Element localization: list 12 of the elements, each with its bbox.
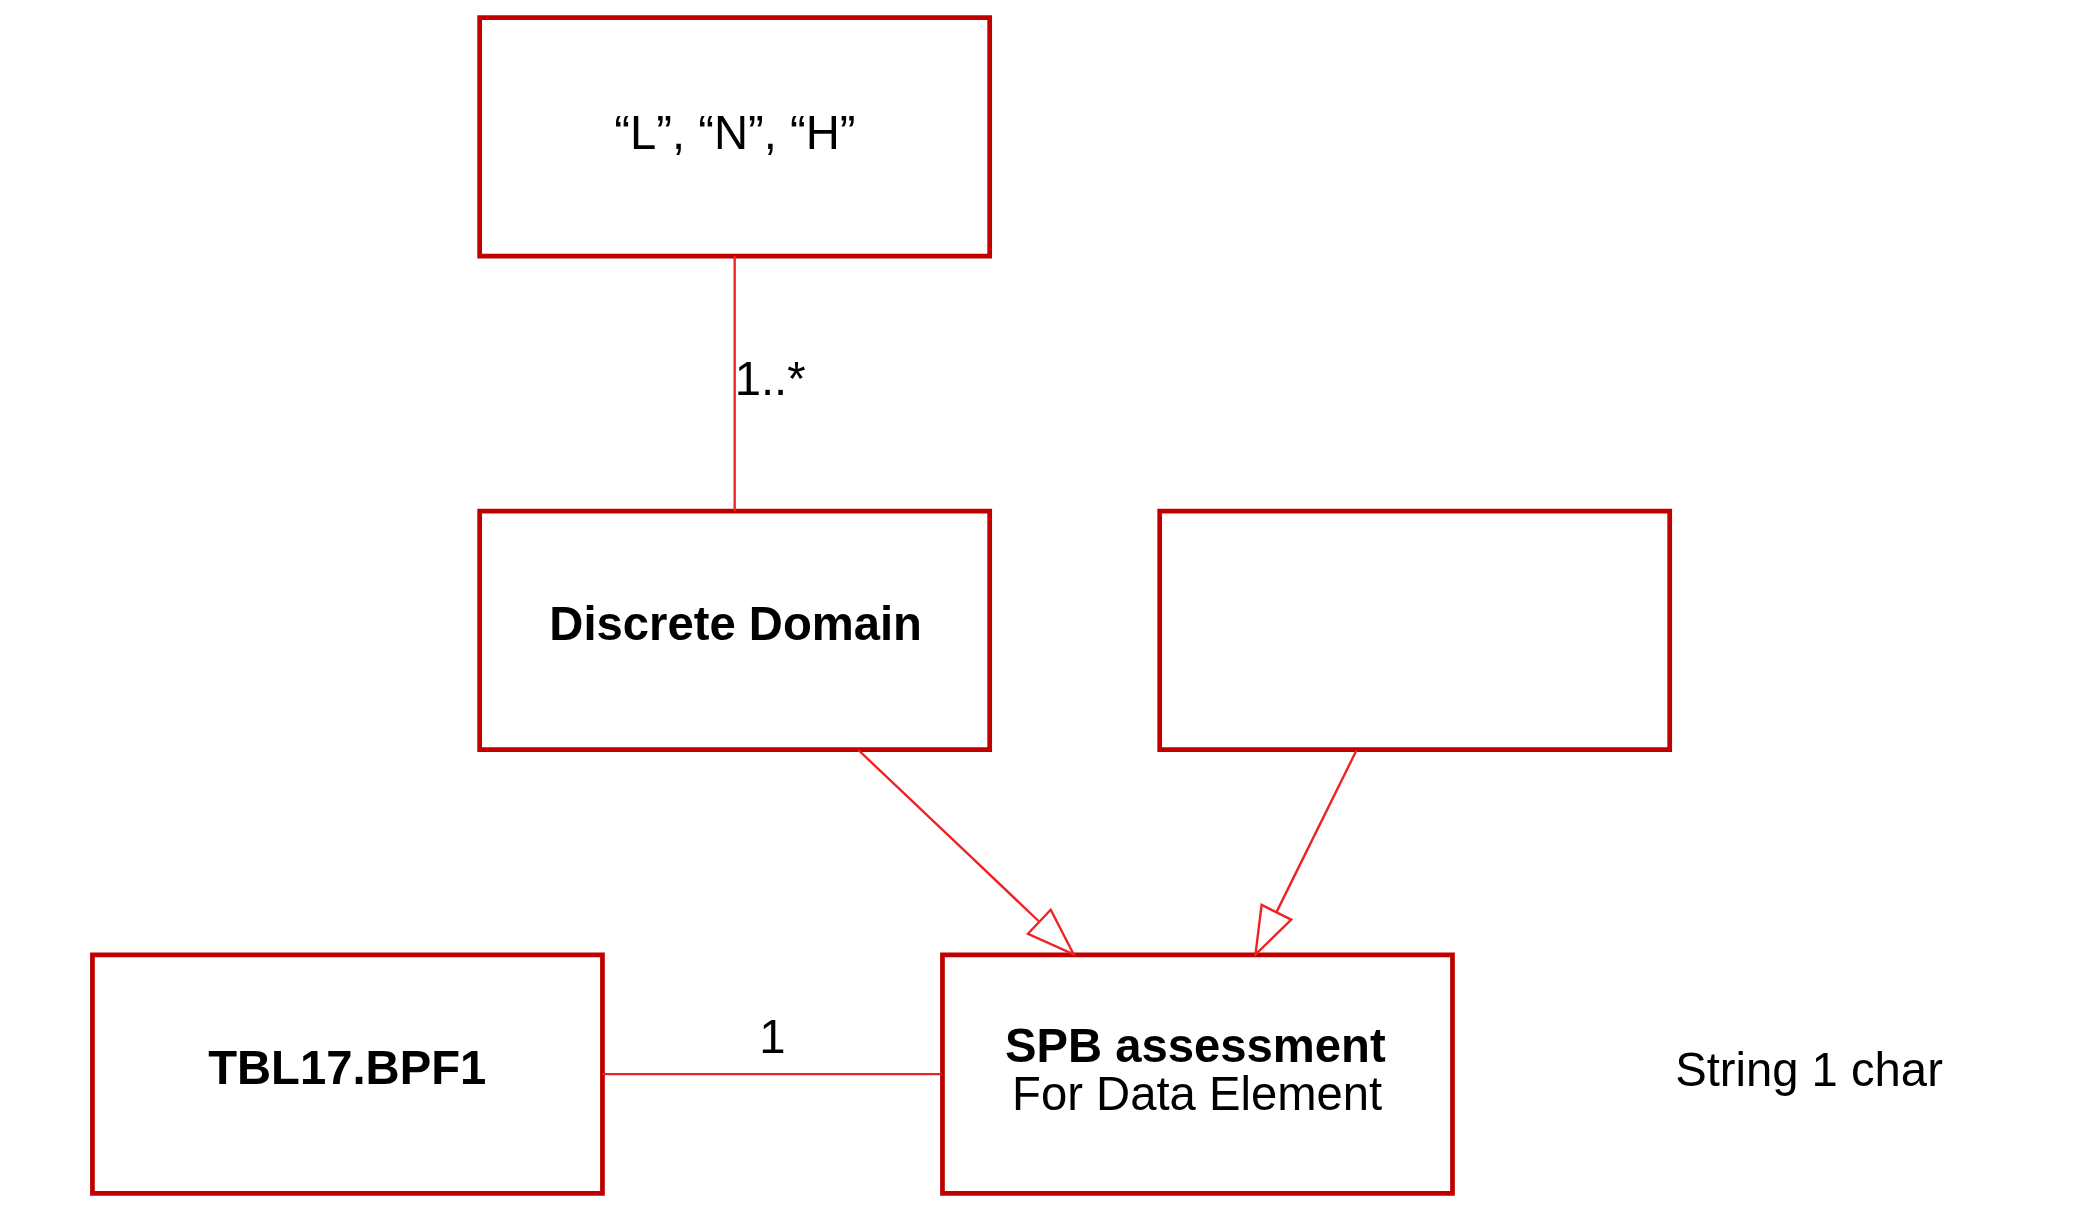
label: String 1 char [1675,1043,1943,1096]
edge-label: 1 [759,1009,786,1063]
node-box: SPB assessment For Data Element [940,952,1455,1196]
connector [602,1073,942,1076]
connector [733,256,736,511]
arrow [857,748,1077,957]
node-box: Discrete Domain [477,508,993,752]
edge-label: 1..* [734,352,806,406]
node-box [1157,508,1673,752]
node-box: TBL17.BPF1 [90,952,605,1196]
node-box: “L”, “N”, “H” [477,15,993,259]
arrow [1253,749,1358,958]
